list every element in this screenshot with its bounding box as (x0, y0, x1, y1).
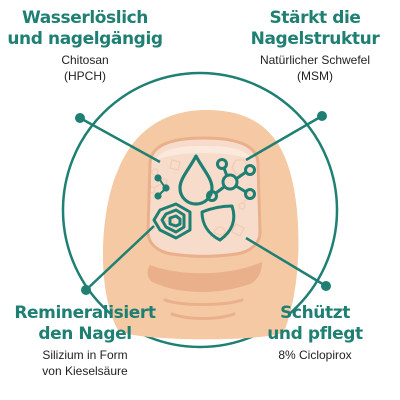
shield-icon (200, 204, 236, 242)
connector-top-left (79, 116, 161, 164)
outline-circle (61, 71, 339, 349)
finger-illustration (102, 110, 299, 340)
benefit-subtitle: Natürlicher Schwefel(MSM) (259, 53, 371, 83)
sulfur-molecule-icon (206, 158, 256, 202)
connector-dots (75, 111, 331, 295)
connector-top-right (245, 114, 323, 162)
connector-bottom-right (245, 236, 327, 288)
gem-icon (152, 202, 192, 240)
dot-bottom-left (81, 285, 91, 295)
benefit-subtitle: 8% Ciclopirox (278, 348, 352, 362)
connector-lines (79, 114, 327, 291)
dot-bottom-right (321, 281, 331, 291)
benefit-subtitle: Chitosan(HPCH) (61, 53, 109, 83)
dot-top-right (317, 111, 327, 121)
drop-icon (178, 154, 214, 206)
connector-bottom-left (85, 225, 155, 291)
molecule-icon (154, 174, 170, 200)
dot-top-left (75, 113, 85, 123)
